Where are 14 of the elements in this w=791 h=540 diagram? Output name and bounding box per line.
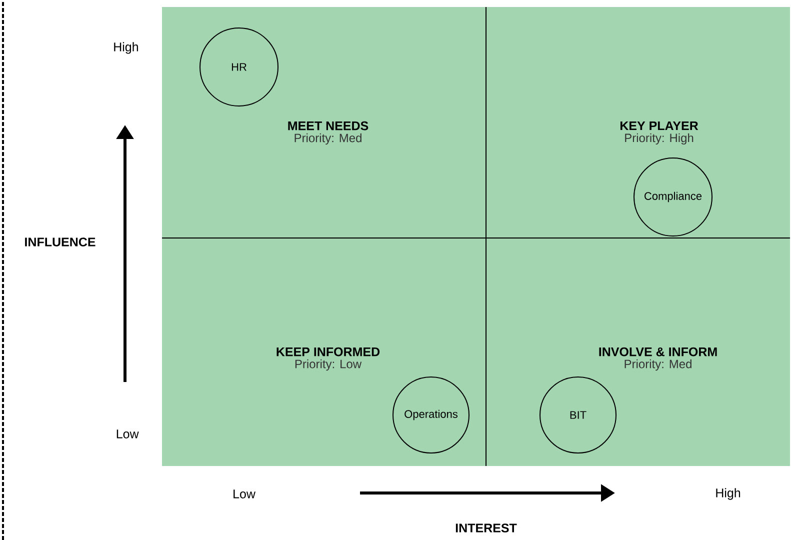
node-label: KEY PLAYER bbox=[620, 121, 698, 130]
node-label: MEET NEEDS bbox=[288, 121, 368, 130]
axis-title: INTEREST bbox=[456, 524, 517, 532]
axis-level: Low bbox=[116, 430, 139, 438]
axis-title: INFLUENCE bbox=[25, 238, 96, 246]
axis-level: High bbox=[716, 488, 740, 500]
node-label: INVOLVE & INFORM bbox=[599, 347, 717, 356]
node-label: Priority: Med bbox=[294, 133, 362, 145]
node-label: Priority: Low bbox=[295, 359, 362, 371]
node-label: Priority: High bbox=[625, 133, 694, 145]
node-label: KEEP INFORMED bbox=[276, 347, 380, 356]
axis-level: Low bbox=[234, 490, 256, 498]
axis-level: High bbox=[114, 42, 138, 54]
node-label: Priority: Med bbox=[624, 359, 692, 371]
